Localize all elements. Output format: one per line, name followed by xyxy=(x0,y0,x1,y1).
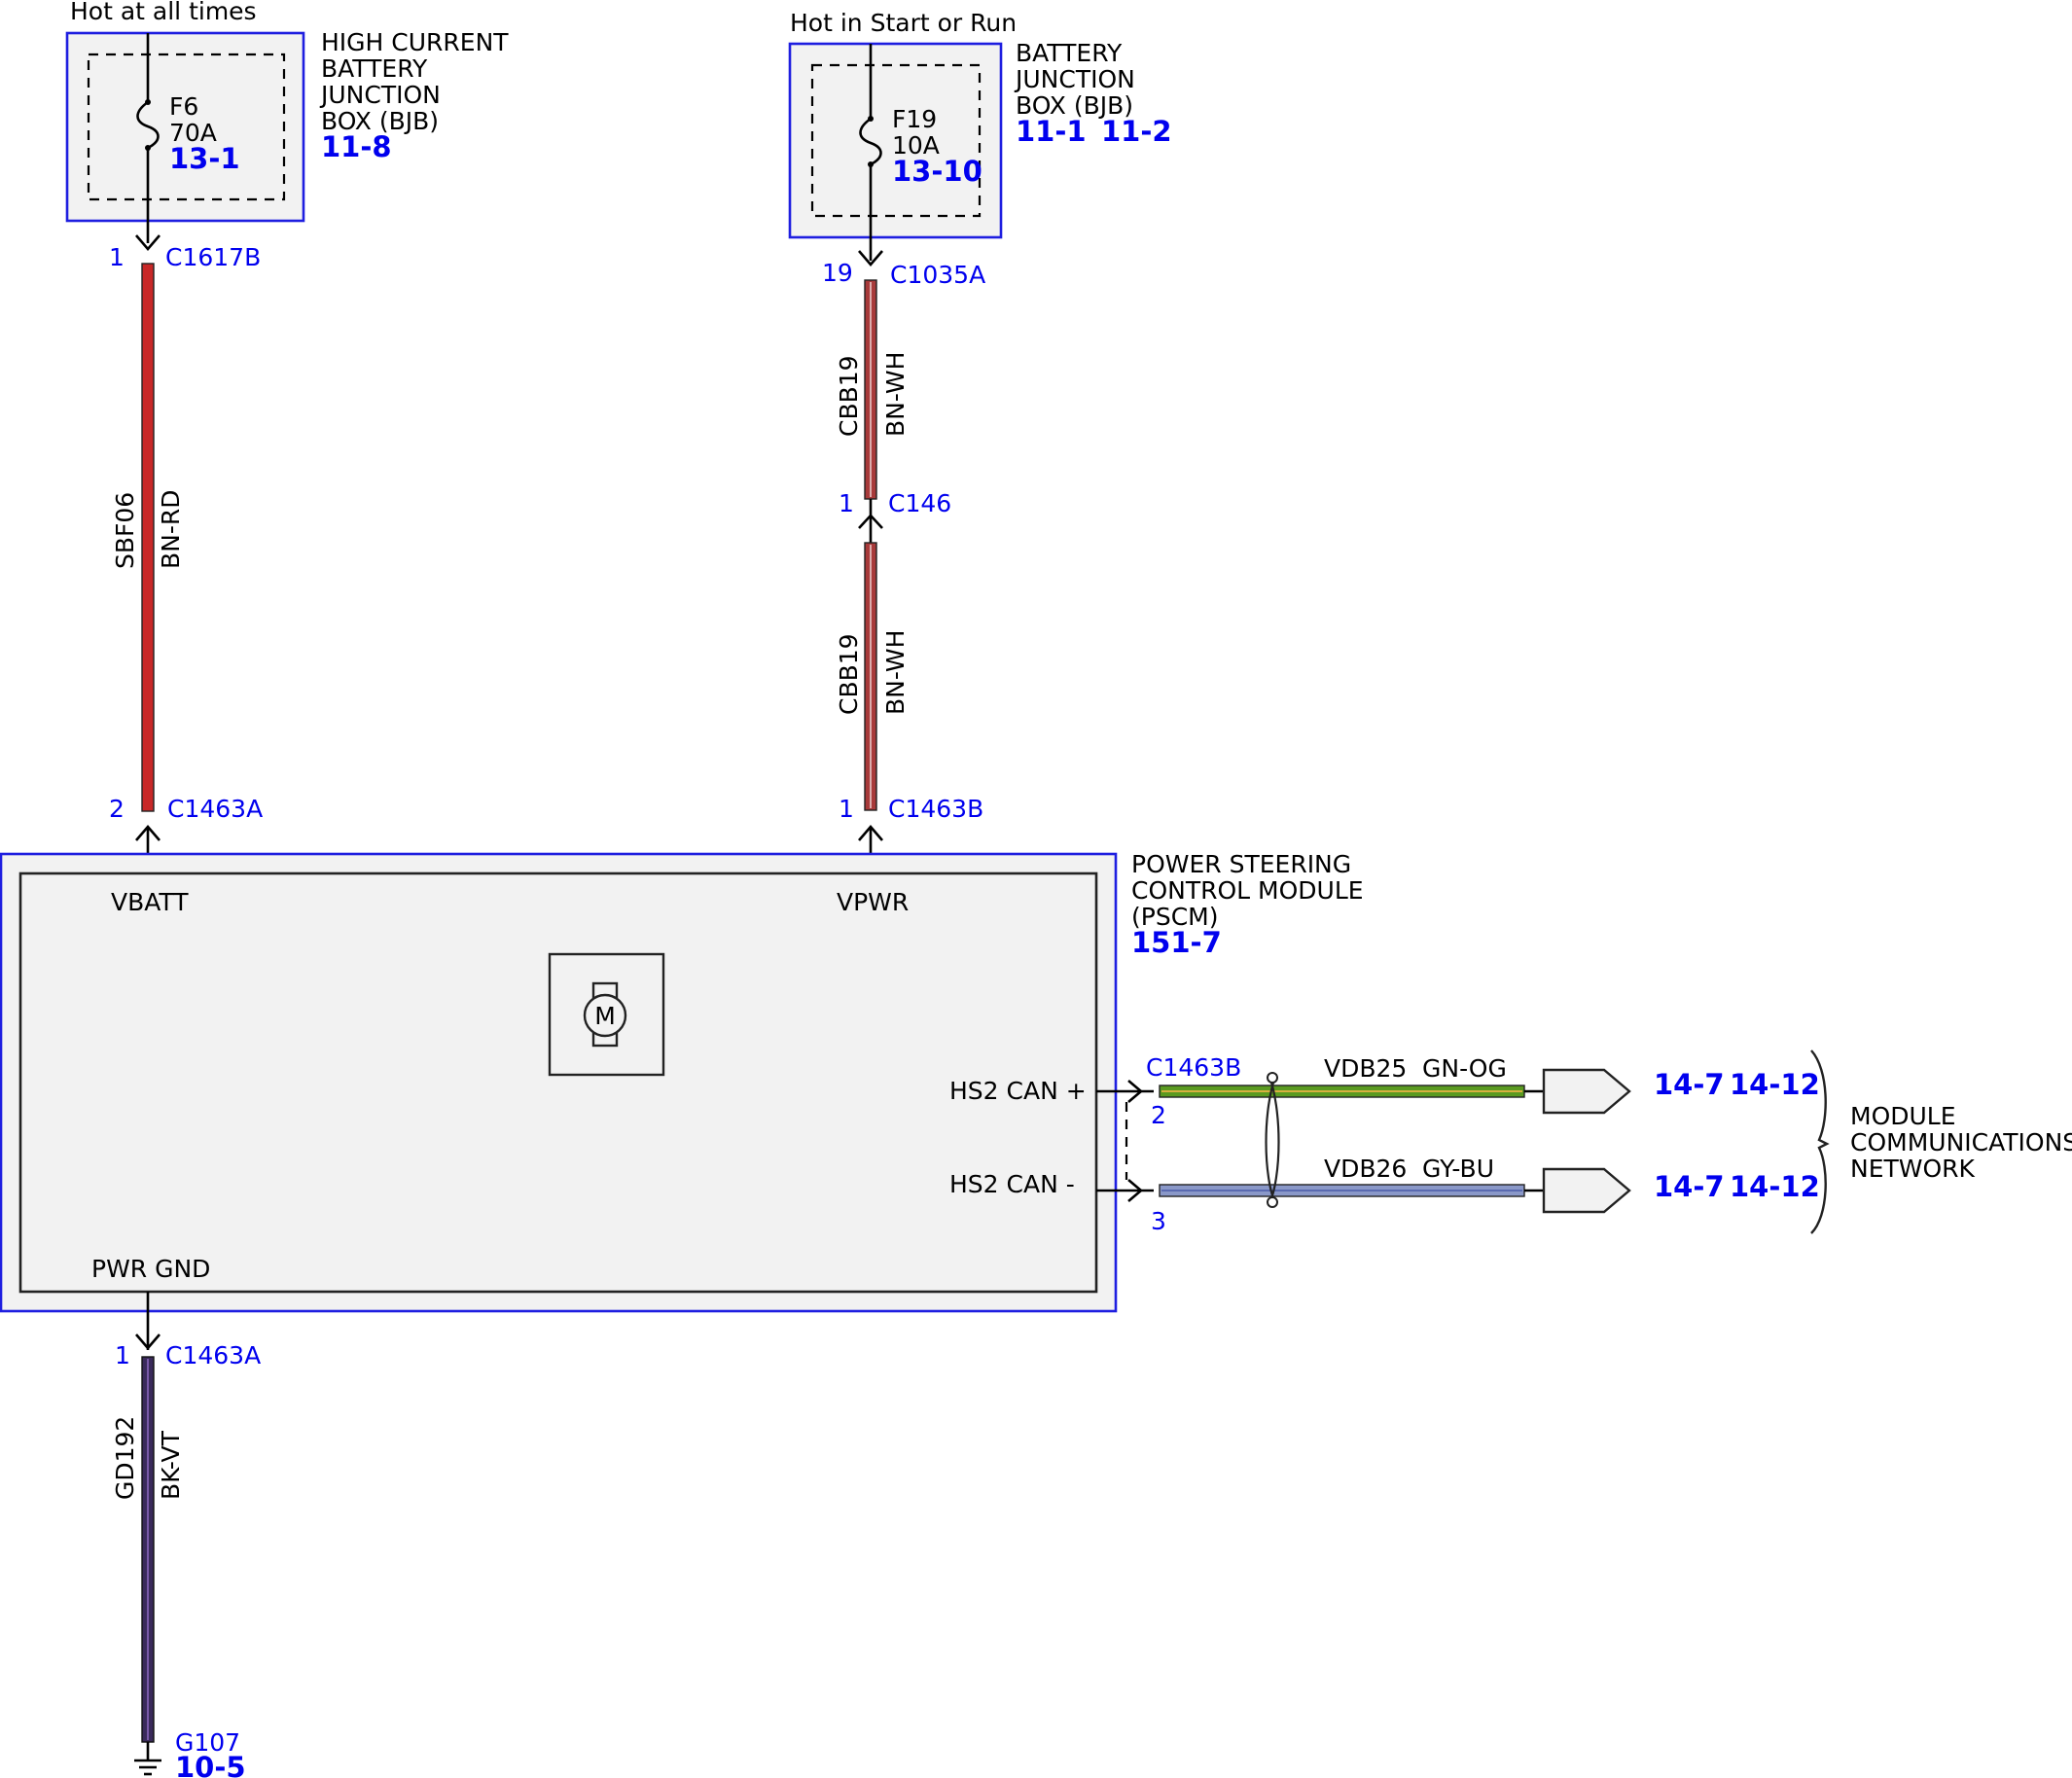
hs2-can-plus-label: HS2 CAN + xyxy=(949,1077,1087,1105)
pscm-title-1: POWER STEERING xyxy=(1131,850,1351,878)
f6-box-title-1: HIGH CURRENT xyxy=(321,28,509,56)
f19-fuse-box-inner xyxy=(810,63,982,218)
c1617b-pin: 1 xyxy=(109,243,125,271)
network-brace xyxy=(1810,1049,1830,1234)
f19-fuse-rating: 10A xyxy=(892,131,940,160)
pscm-ref[interactable]: 151-7 xyxy=(1131,926,1222,959)
vdb25-ref-2[interactable]: 14-12 xyxy=(1730,1068,1820,1101)
f19-box-title-3: BOX (BJB) xyxy=(1016,91,1133,120)
vdb26-ref-1[interactable]: 14-7 xyxy=(1654,1170,1725,1203)
vdb25-continuation-arrow[interactable] xyxy=(1542,1068,1631,1115)
vdb25-ref-1[interactable]: 14-7 xyxy=(1654,1068,1725,1101)
f6-box-title-3: JUNCTION xyxy=(319,81,441,109)
circuit-cbb19: 19 C1035A CBB19 BN-WH 1 C146 CBB19 BN-WH… xyxy=(822,250,985,873)
cbb19-upper-color-label: BN-WH xyxy=(881,352,910,437)
vdb26-circuit-label: VDB26 xyxy=(1324,1155,1407,1183)
g107-ground-id[interactable]: G107 xyxy=(175,1728,240,1757)
c146-connector[interactable]: C146 xyxy=(888,489,951,517)
vdb26-continuation-arrow[interactable] xyxy=(1542,1167,1631,1214)
sbf06-circuit-label: SBF06 xyxy=(111,492,139,569)
gd192-circuit-label: GD192 xyxy=(111,1416,139,1500)
network-label-3: NETWORK xyxy=(1850,1155,1976,1183)
f6-fuse-box-outline xyxy=(65,31,305,223)
f19-fuse-ref[interactable]: 13-10 xyxy=(892,155,982,188)
hs2-can-network: C1463B 2 VDB25 GN-OG 14-7 14-12 3 VDB26 … xyxy=(1096,1049,2072,1235)
ground-icon xyxy=(134,1759,161,1776)
g107-ground-ref[interactable]: 10-5 xyxy=(175,1751,246,1778)
f6-box-ref[interactable]: 11-8 xyxy=(321,130,392,163)
vdb26-ref-2[interactable]: 14-12 xyxy=(1730,1170,1820,1203)
pscm-title-3: (PSCM) xyxy=(1131,903,1218,931)
c1463a-gnd-pin: 1 xyxy=(115,1341,130,1369)
cbb19-lower-circuit-label: CBB19 xyxy=(835,633,863,715)
pscm-inner-box xyxy=(18,871,1098,1294)
f6-box-title-4: BOX (BJB) xyxy=(321,107,439,135)
c1463b-vpwr-connector[interactable]: C1463B xyxy=(888,795,983,823)
c1035a-terminal-arrow xyxy=(858,250,883,267)
can-plus-pin: 2 xyxy=(1151,1101,1166,1129)
sbf06-color-label: BN-RD xyxy=(157,490,185,570)
c1035a-pin: 19 xyxy=(822,259,853,287)
pscm-title-2: CONTROL MODULE xyxy=(1131,876,1364,905)
cbb19-lower-color-label: BN-WH xyxy=(881,630,910,715)
c1463b-vpwr-pin: 1 xyxy=(839,795,854,823)
f19-fuse-id: F19 xyxy=(892,105,937,133)
circuit-gd192: 1 C1463A GD192 BK-VT G107 10-5 xyxy=(111,1292,261,1778)
c1463b-can-connector[interactable]: C1463B xyxy=(1146,1053,1241,1082)
vbatt-pin-label: VBATT xyxy=(111,888,189,916)
f6-fuse-symbol xyxy=(136,100,160,150)
f19-fuse-symbol xyxy=(859,117,882,166)
pwr-gnd-pin-label: PWR GND xyxy=(91,1255,210,1283)
vdb25-color-label: GN-OG xyxy=(1422,1054,1507,1083)
f19-box-ref-2[interactable]: 11-2 xyxy=(1101,115,1172,148)
f19-box-title-2: JUNCTION xyxy=(1014,65,1135,93)
network-label-1: MODULE xyxy=(1850,1102,1956,1130)
power-steering-control-module: POWER STEERING CONTROL MODULE (PSCM) 151… xyxy=(0,850,1364,1313)
f19-supply-label: Hot in Start or Run xyxy=(790,9,1017,37)
hs2-can-minus-label: HS2 CAN - xyxy=(949,1170,1075,1198)
can-plus-terminal-arrow xyxy=(1127,1080,1144,1103)
can-minus-terminal-arrow xyxy=(1127,1179,1144,1202)
wire-sbf06[interactable] xyxy=(141,263,155,812)
vpwr-pin-label: VPWR xyxy=(837,888,909,916)
motor-icon: M xyxy=(548,952,665,1077)
f19-box-title-1: BATTERY xyxy=(1016,39,1123,67)
vdb26-color-label: GY-BU xyxy=(1422,1155,1494,1183)
gd192-color-label: BK-VT xyxy=(157,1430,185,1500)
c146-pin: 1 xyxy=(839,489,854,517)
c1463a-vbatt-connector[interactable]: C1463A xyxy=(167,795,263,823)
c1035a-connector[interactable]: C1035A xyxy=(890,261,985,289)
network-label-2: COMMUNICATIONS xyxy=(1850,1128,2072,1156)
f6-fuse-id: F6 xyxy=(169,92,198,121)
f6-fuse-box-inner xyxy=(87,53,286,201)
c1463a-vbatt-pin: 2 xyxy=(109,795,125,823)
c1463a-gnd-connector[interactable]: C1463A xyxy=(165,1341,261,1369)
c1617b-connector[interactable]: C1617B xyxy=(165,243,261,271)
f6-fuse-ref[interactable]: 13-1 xyxy=(169,142,240,175)
high-current-bjb-fuse-f6: Hot at all times F6 70A 13-1 HIGH CURREN… xyxy=(65,0,509,243)
c1617b-terminal-arrow xyxy=(135,234,161,251)
f19-box-ref-1[interactable]: 11-1 xyxy=(1016,115,1087,148)
cbb19-upper-circuit-label: CBB19 xyxy=(835,355,863,437)
vdb25-circuit-label: VDB25 xyxy=(1324,1054,1407,1083)
motor-symbol-letter: M xyxy=(594,1002,616,1030)
circuit-sbf06: 1 C1617B SBF06 BN-RD 2 C1463A xyxy=(109,234,263,873)
can-minus-pin: 3 xyxy=(1151,1207,1166,1235)
f6-supply-label: Hot at all times xyxy=(70,0,257,25)
bjb-fuse-f19: Hot in Start or Run F19 10A 13-10 BATTER… xyxy=(788,9,1172,261)
f19-fuse-box-outline xyxy=(788,42,1003,239)
c1463a-gnd-terminal-arrow xyxy=(135,1334,161,1350)
f6-box-title-2: BATTERY xyxy=(321,54,428,83)
f6-fuse-rating: 70A xyxy=(169,119,217,147)
